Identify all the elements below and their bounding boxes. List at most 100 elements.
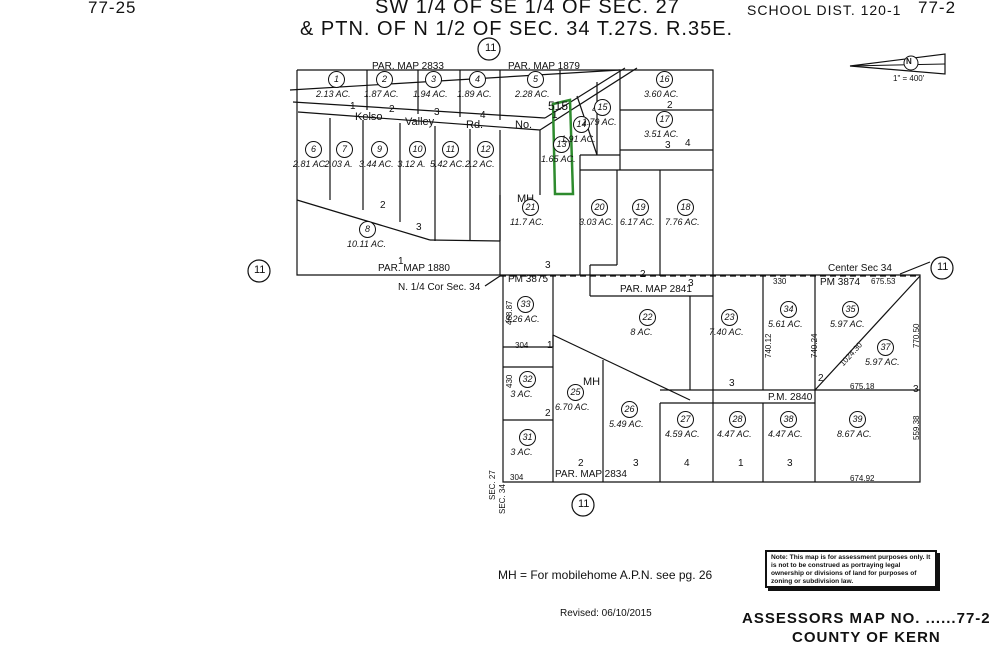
lot-number: 3 — [787, 458, 793, 469]
north-arrow-icon — [849, 53, 946, 75]
parcel-number-badge: 32 — [519, 371, 536, 388]
dimension-label: 559.38 — [912, 415, 921, 440]
lot-number: 3 — [434, 107, 440, 118]
parcel-map-2841: PAR. MAP 2841 — [620, 284, 692, 295]
parcel-acreage: 2.28 AC. — [515, 89, 550, 99]
road-label-valley: Valley — [405, 116, 435, 128]
parcel-acreage: 6.17 AC. — [620, 217, 655, 227]
lot-number: 2 — [578, 458, 584, 469]
dimension-label: 430 — [505, 374, 514, 388]
parcel-acreage: 3.03 AC. — [579, 217, 614, 227]
parcel-acreage: 5.42 AC. — [430, 159, 465, 169]
parcel-acreage: 5.97 AC. — [865, 357, 900, 367]
parcel-number-badge: 15 — [594, 99, 611, 116]
book-marker-right-label: 11 — [937, 261, 949, 273]
parcel-number-badge: 18 — [677, 199, 694, 216]
book-marker-bottom-label: 11 — [578, 498, 590, 510]
parcel-acreage: 1.91 AC. — [561, 134, 596, 144]
school-district: SCHOOL DIST. 120-1 — [747, 2, 902, 18]
lot-number: 3 — [633, 458, 639, 469]
parcel-number-badge: 28 — [729, 411, 746, 428]
parcel-acreage: 3 AC. — [510, 389, 533, 399]
lot-number: 1 — [398, 256, 404, 267]
lot-number: 1 — [547, 340, 553, 351]
parcel-number-badge: 2 — [376, 71, 393, 88]
lot-number: 3 — [688, 278, 694, 289]
parcel-acreage: 5.49 AC. — [609, 419, 644, 429]
block-north-west-edge — [296, 70, 500, 276]
dimension-label: 740.24 — [810, 333, 819, 358]
block-north-top-edge — [297, 69, 714, 276]
lot-number: 3 — [416, 222, 422, 233]
parcel-number-badge: 34 — [780, 301, 797, 318]
parcel-acreage: 2.2 AC. — [465, 159, 495, 169]
map-page-code-right: 77-2 — [918, 0, 957, 17]
parcel-acreage: 2.13 AC. — [316, 89, 351, 99]
parcel-acreage: 3.44 AC. — [359, 159, 394, 169]
parcel-acreage: 11.7 AC. — [510, 217, 545, 227]
parcel-number-badge: 9 — [371, 141, 388, 158]
lot-number: 1 — [738, 458, 744, 469]
parcel-acreage: 2.03 A. — [324, 159, 353, 169]
road-label-no: No. — [515, 119, 533, 131]
dimension-label: 304 — [515, 341, 529, 350]
dimension-label: 674.92 — [850, 474, 875, 483]
dimension-label: 740.12 — [764, 333, 773, 358]
dimension-label: 675.18 — [850, 382, 875, 391]
parcel-acreage: 2.81 AC. — [293, 159, 328, 169]
lot-number: 4 — [480, 110, 486, 121]
road-south-line-a — [297, 111, 541, 131]
book-marker-bottom — [571, 493, 595, 517]
lot-number: 2 — [818, 373, 824, 384]
parcel-acreage: 7.76 AC. — [665, 217, 700, 227]
lot-number: 2 — [545, 408, 551, 419]
center-section-label: Center Sec 34 — [828, 263, 892, 274]
block-south-outline — [500, 274, 921, 483]
parcel-acreage: 8 AC. — [630, 327, 653, 337]
parcel-number-badge: 4 — [469, 71, 486, 88]
disclaimer-note: Note: This map is for assessment purpose… — [765, 550, 937, 588]
parcel-number-badge: 21 — [522, 199, 539, 216]
parcel-number-badge: 11 — [442, 141, 459, 158]
parcel-map-3874: PM 3874 — [820, 277, 861, 288]
section-34-label: SEC. 34 — [498, 484, 507, 514]
parcel-acreage: 4.59 AC. — [665, 429, 700, 439]
parcel-acreage: 7.40 AC. — [709, 327, 744, 337]
parcel-map-3875: PM 3875 — [508, 274, 549, 285]
